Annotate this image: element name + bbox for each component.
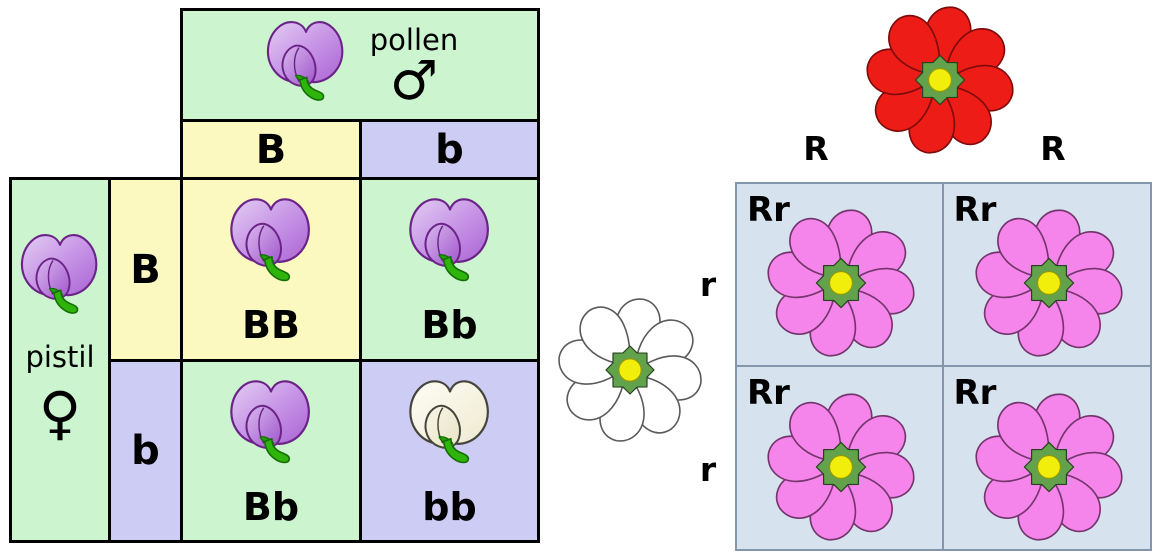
allele-b-label: b	[131, 428, 160, 474]
row-header-b: b	[108, 359, 183, 543]
offspring-cell-Rr: Rr	[737, 184, 944, 367]
genotype-label: BB	[242, 303, 300, 347]
offspring-cell-Rr: Rr	[737, 366, 944, 549]
offspring-cell-Rr: Rr	[943, 184, 1150, 367]
purple-sweet-pea-flower-icon	[266, 21, 344, 102]
male-symbol: ♂	[389, 48, 439, 112]
row-allele-r: r	[699, 450, 717, 489]
column-allele-R: R	[1040, 129, 1066, 168]
column-allele-R: R	[803, 129, 829, 168]
genotype-label: Rr	[747, 190, 790, 230]
right-punnett-grid: Rr Rr Rr Rr	[735, 182, 1152, 551]
pollen-parent-header-cell: pollen ♂	[180, 8, 540, 122]
purple-sweet-pea-flower-icon	[230, 380, 310, 464]
row-header-B: B	[108, 177, 183, 362]
genotype-label: Bb	[242, 485, 300, 529]
female-symbol: ♀	[38, 378, 82, 447]
column-header-B: B	[180, 119, 362, 180]
genotype-label: Rr	[953, 372, 997, 413]
genotype-label: Bb	[421, 303, 478, 347]
purple-sweet-pea-flower-icon	[408, 198, 489, 282]
purple-sweet-pea-flower-icon	[230, 198, 310, 282]
offspring-cell-BB: BB	[180, 177, 362, 362]
genotype-label: bb	[422, 485, 477, 529]
pollen-label-group: pollen ♂	[369, 22, 459, 112]
genotype-label: Rr	[747, 372, 790, 413]
allele-B-label: B	[130, 246, 161, 293]
offspring-cell-Bb: Bb	[359, 177, 540, 362]
pollen-label: pollen	[369, 22, 459, 57]
column-header-b: b	[359, 119, 540, 180]
allele-B-label: B	[255, 126, 287, 173]
pistil-parent-header-cell: pistil ♀	[9, 177, 111, 543]
white-sweet-pea-flower-icon	[408, 380, 489, 464]
white-flower-icon	[550, 290, 710, 450]
pistil-label: pistil	[25, 340, 95, 374]
offspring-cell-Bb: Bb	[180, 359, 362, 543]
red-flower-icon	[858, 0, 1022, 162]
genotype-label: Rr	[953, 190, 997, 230]
allele-b-label: b	[435, 126, 464, 173]
offspring-cell-Rr: Rr	[943, 366, 1150, 549]
purple-sweet-pea-flower-icon	[20, 234, 98, 315]
offspring-cell-bb: bb	[359, 359, 540, 543]
row-allele-r: r	[699, 265, 717, 304]
